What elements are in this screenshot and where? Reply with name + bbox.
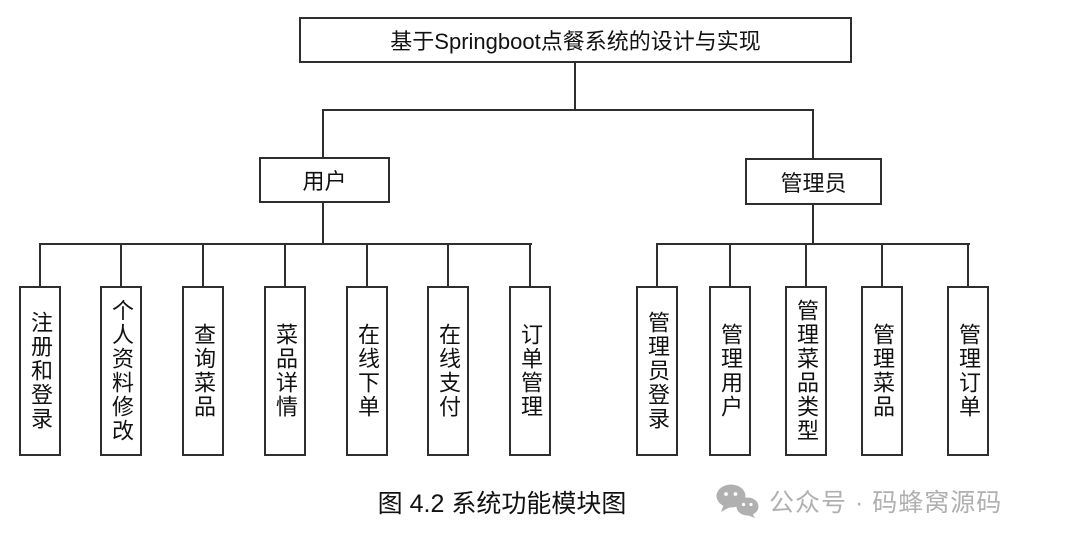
watermark-text: 公众号 · 码蜂窝源码 [769, 489, 1003, 517]
connector-user-stem [322, 203, 324, 245]
node-profile-edit: 个人资料修改 [100, 286, 142, 456]
node-label: 查询菜品 [191, 323, 216, 419]
connector-leaf-drop [656, 243, 658, 286]
connector-user-drop [322, 109, 324, 157]
node-admin-label: 管理员 [780, 170, 847, 196]
connector-admin-drop [812, 109, 814, 158]
connector-leaf-drop [39, 243, 41, 286]
node-query-dish: 查询菜品 [182, 286, 224, 456]
wechat-icon [716, 484, 759, 518]
connector-leaf-drop [881, 243, 883, 286]
node-label: 注册和登录 [28, 311, 53, 431]
connector-leaf-drop [120, 243, 122, 286]
node-label: 菜品详情 [273, 323, 298, 419]
node-label: 管理用户 [718, 323, 743, 419]
connector-level1-rail [322, 109, 814, 111]
node-root: 基于Springboot点餐系统的设计与实现 [299, 17, 852, 63]
node-online-pay: 在线支付 [427, 286, 469, 456]
figure-caption: 图 4.2 系统功能模块图 [377, 490, 627, 518]
connector-leaf-drop [967, 243, 969, 286]
connector-admin-rail [656, 243, 970, 245]
node-label: 个人资料修改 [109, 299, 134, 443]
node-admin: 管理员 [745, 158, 882, 205]
connector-leaf-drop [729, 243, 731, 286]
node-manage-dish: 管理菜品 [861, 286, 903, 456]
node-label: 管理订单 [956, 323, 981, 419]
node-register-login: 注册和登录 [19, 286, 61, 456]
connector-leaf-drop [529, 243, 531, 286]
connector-leaf-drop [805, 243, 807, 286]
node-manage-dish-type: 管理菜品类型 [785, 286, 827, 456]
watermark: 公众号 · 码蜂窝源码 [714, 482, 1002, 520]
connector-root-stem [574, 63, 576, 110]
node-admin-login: 管理员登录 [636, 286, 678, 456]
connector-leaf-drop [447, 243, 449, 286]
connector-admin-stem [812, 205, 814, 245]
node-label: 订单管理 [518, 323, 543, 419]
node-user-label: 用户 [302, 169, 347, 194]
connector-leaf-drop [366, 243, 368, 286]
node-online-order: 在线下单 [346, 286, 388, 456]
node-manage-order: 管理订单 [947, 286, 989, 456]
node-root-label: 基于Springboot点餐系统的设计与实现 [390, 29, 761, 54]
node-label: 在线支付 [436, 323, 461, 419]
node-label: 管理菜品 [870, 323, 895, 419]
node-label: 管理员登录 [645, 311, 670, 431]
node-dish-detail: 菜品详情 [264, 286, 306, 456]
node-label: 管理菜品类型 [794, 299, 819, 443]
node-label: 在线下单 [355, 323, 380, 419]
node-user: 用户 [259, 157, 390, 203]
node-order-manage: 订单管理 [509, 286, 551, 456]
connector-leaf-drop [284, 243, 286, 286]
connector-leaf-drop [202, 243, 204, 286]
node-manage-user: 管理用户 [709, 286, 751, 456]
